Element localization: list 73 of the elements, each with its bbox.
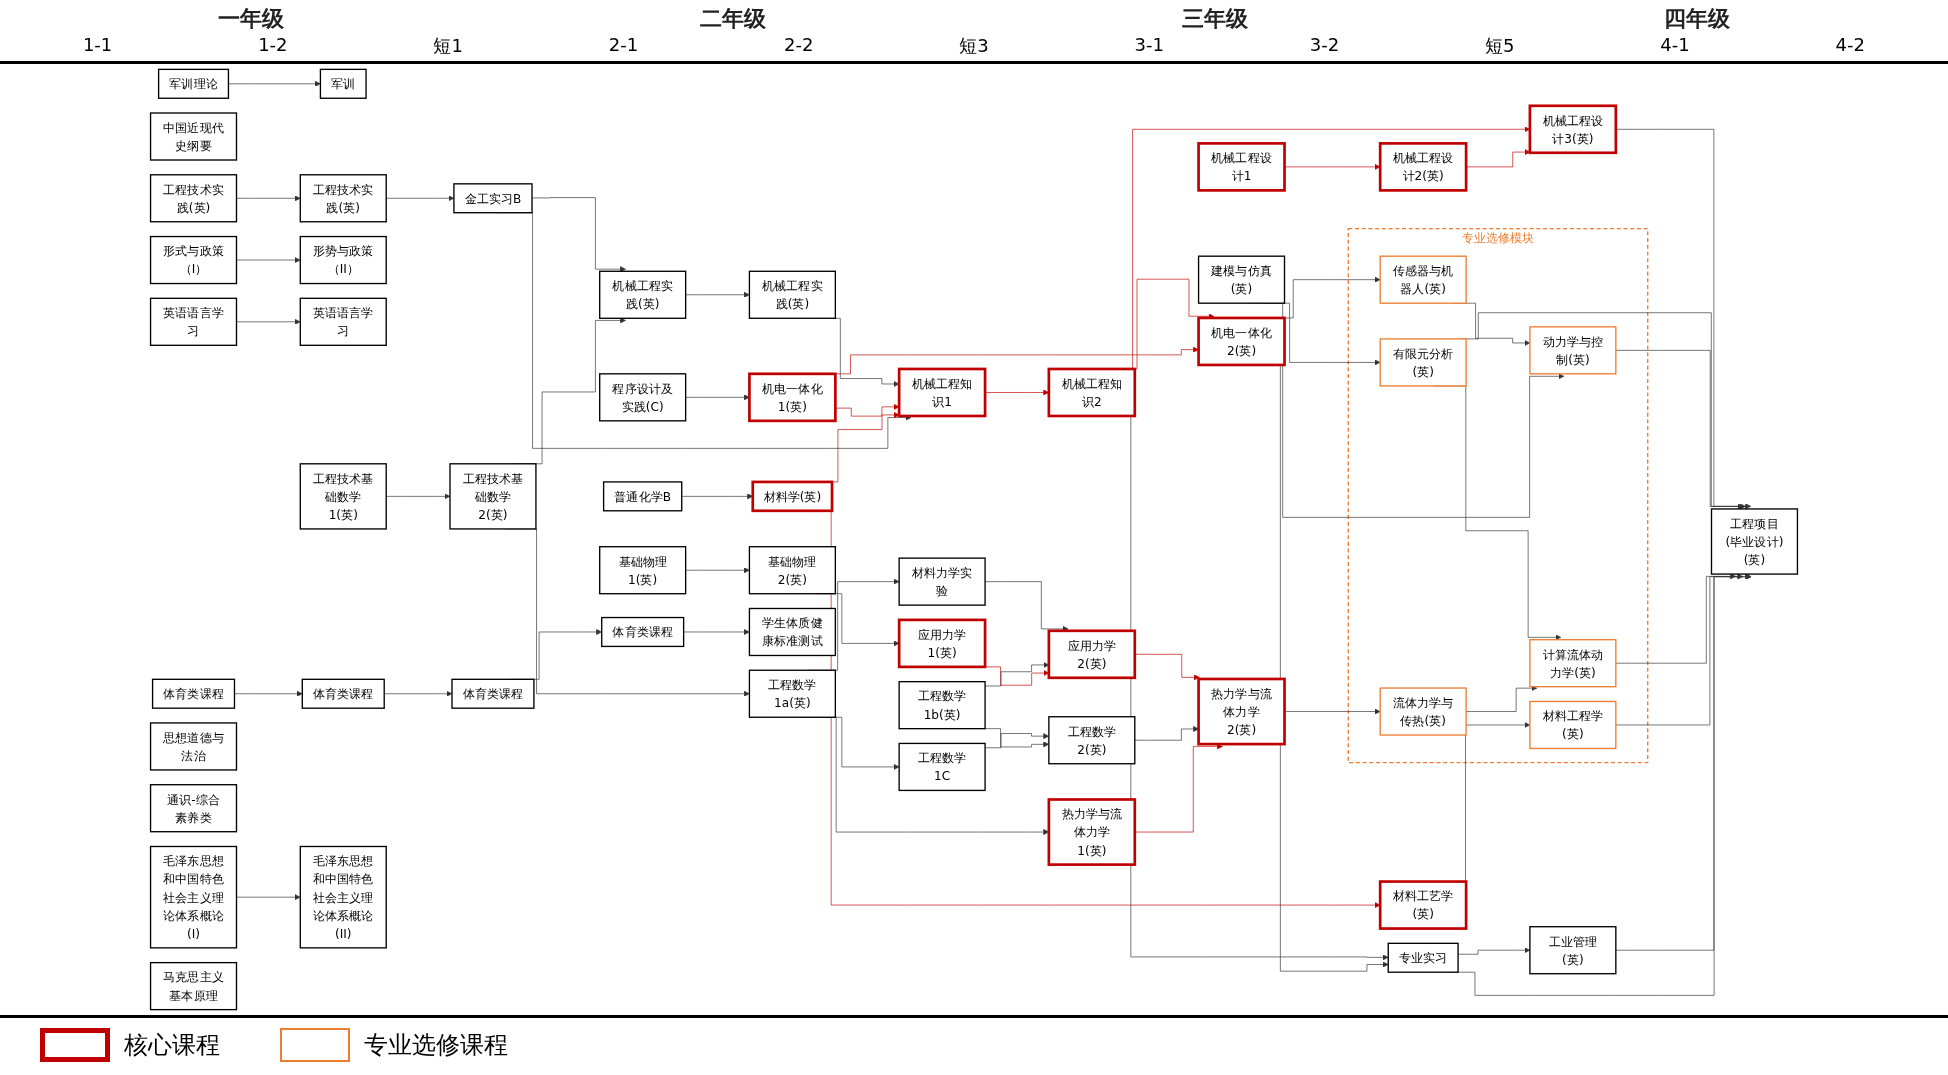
node-box: 工程数学2(英) xyxy=(1048,716,1136,765)
node-box: 机电一体化2(英) xyxy=(1197,316,1286,367)
node-box: 学生体质健康标准测试 xyxy=(748,607,837,657)
semester-heading: 3-1 xyxy=(1134,34,1164,57)
node-box: 工业管理(英) xyxy=(1529,926,1617,975)
node-box: 热力学与流体力学1(英) xyxy=(1047,798,1137,866)
node-box: 思想道德与法治 xyxy=(149,722,238,771)
node-box: 机械工程设计1 xyxy=(1197,142,1286,192)
node-box: 工程数学1a(英) xyxy=(748,669,837,718)
node-box: 基础物理1(英) xyxy=(599,546,687,595)
node-box: 应用力学1(英) xyxy=(897,618,987,669)
node-box: 工程项目(毕业设计)(英) xyxy=(1710,508,1799,575)
node-box: 机械工程设计2(英) xyxy=(1378,142,1468,192)
node-box: 体育类课程 xyxy=(601,616,685,648)
node-box: 体育类课程 xyxy=(451,678,535,709)
node-box: 材料学(英) xyxy=(751,480,834,513)
node-box: 形势与政策（II） xyxy=(299,235,387,285)
node-box: 机械工程知识1 xyxy=(897,367,987,418)
semester-heading: 4-2 xyxy=(1835,34,1865,57)
node-box: 机械工程知识2 xyxy=(1047,367,1137,418)
year-heading: 四年级 xyxy=(1664,5,1730,33)
node-box: 机电一体化1(英) xyxy=(748,372,837,423)
node-box: 材料工艺学(英) xyxy=(1378,880,1468,930)
node-box: 建模与仿真(英) xyxy=(1197,255,1286,304)
node-box: 机械工程设计3(英) xyxy=(1528,104,1618,155)
node-box: 中国近现代史纲要 xyxy=(149,112,238,161)
semester-heading: 3-2 xyxy=(1309,34,1340,57)
node-box: 工程数学1b(英) xyxy=(898,681,986,730)
semester-heading: 短5 xyxy=(1485,34,1515,58)
node-box: 工程数学1C xyxy=(898,742,986,792)
node-box: 工程技术实践(英) xyxy=(299,174,387,223)
semester-heading: 短1 xyxy=(433,34,463,58)
node-box: 传感器与机器人(英) xyxy=(1379,255,1467,304)
node-box: 有限元分析(英) xyxy=(1379,338,1467,387)
node-box: 通识-综合素养类 xyxy=(149,784,238,833)
node-box: 英语语言学习 xyxy=(299,297,387,346)
node-box: 体育类课程 xyxy=(301,678,385,709)
node-box: 工程技术基础数学1(英) xyxy=(299,463,387,530)
node-box: 体育类课程 xyxy=(151,678,236,709)
node-box: 工程技术基础数学2(英) xyxy=(449,463,537,530)
node-box: 军训理论 xyxy=(157,68,230,99)
node-box: 基础物理2(英) xyxy=(748,546,837,595)
node-box: 毛泽东思想和中国特色社会主义理论体系概论(II) xyxy=(299,845,387,949)
node-box: 英语语言学习 xyxy=(149,297,238,346)
semester-heading: 2-1 xyxy=(608,34,639,57)
node-box: 马克思主义基本原理 xyxy=(149,961,238,1011)
node-box: 机械工程实践(英) xyxy=(599,270,687,319)
semester-heading: 2-2 xyxy=(783,34,814,57)
semester-heading: 短3 xyxy=(959,34,989,58)
node-box: 程序设计及实践(C) xyxy=(599,373,687,422)
semester-heading: 1-2 xyxy=(258,34,288,57)
node-box: 金工实习B xyxy=(453,183,533,214)
node-box: 专业实习 xyxy=(1387,942,1459,973)
semester-heading: 4-1 xyxy=(1660,34,1690,57)
legend-label: 核心课程 xyxy=(124,1030,220,1059)
node-box: 军训 xyxy=(319,68,367,99)
node-box: 热力学与流体力学2(英) xyxy=(1197,677,1286,746)
legend-label: 专业选修课程 xyxy=(364,1030,508,1059)
node-box: 普通化学B xyxy=(602,481,683,512)
node-box: 工程技术实践(英) xyxy=(149,174,238,223)
semester-heading: 1-1 xyxy=(82,34,113,57)
node-box: 材料工程学(英) xyxy=(1529,700,1617,750)
year-heading: 一年级 xyxy=(218,5,284,33)
node-box: 计算流体动力学(英) xyxy=(1529,639,1617,688)
node-box: 应用力学2(英) xyxy=(1047,629,1137,680)
node-box: 动力学与控制(英) xyxy=(1529,326,1617,375)
node-box: 形式与政策（I） xyxy=(149,235,238,285)
node-box: 材料力学实验 xyxy=(898,557,986,606)
node-box: 机械工程实践(英) xyxy=(748,270,837,319)
year-heading: 二年级 xyxy=(700,5,766,33)
year-heading: 三年级 xyxy=(1182,5,1248,33)
node-box: 毛泽东思想和中国特色社会主义理论体系概论(I) xyxy=(149,845,238,949)
node-box: 流体力学与传热(英) xyxy=(1379,687,1467,736)
